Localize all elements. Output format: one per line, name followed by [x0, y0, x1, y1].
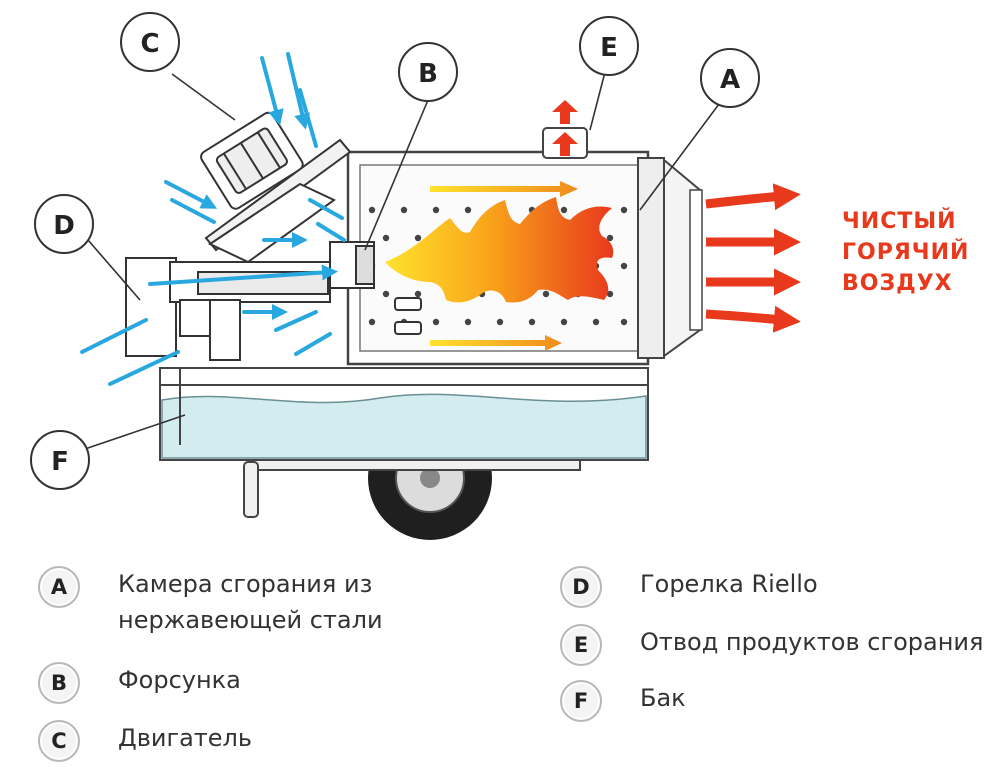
vent-dot: [542, 290, 550, 298]
motor: [200, 111, 352, 264]
vent-dot: [592, 318, 600, 326]
legend-text-a-line1: Камера сгорания из: [118, 570, 373, 598]
callout-d: D: [34, 194, 94, 254]
vent-dot: [560, 206, 568, 214]
vent-dot: [400, 206, 408, 214]
legend-text-c: Двигатель: [118, 724, 253, 752]
hot-streaks: [430, 181, 578, 351]
vent-dot: [464, 206, 472, 214]
vent-dot: [560, 318, 568, 326]
output-label: ЧИСТЫЙ ГОРЯЧИЙ ВОЗДУХ: [842, 206, 969, 299]
vent-dot: [528, 318, 536, 326]
cold-air-arrows: [80, 52, 346, 386]
legend-badge-a: A: [38, 566, 80, 608]
legend-text-b: Форсунка: [118, 666, 241, 694]
vent-dot: [368, 318, 376, 326]
vent-dot: [414, 290, 422, 298]
leader-lines: [81, 71, 723, 451]
vent-dot: [382, 234, 390, 242]
vent-dot: [368, 206, 376, 214]
legend-badge-c: C: [38, 720, 80, 762]
legend-badge-e: E: [560, 624, 602, 666]
hot-air-arrows: [705, 183, 801, 333]
legend-text-e: Отвод продуктов сгорания: [640, 628, 984, 656]
legend-text-a-line2: нержавеющей стали: [118, 606, 383, 634]
legend-item-d: D Горелка Riello: [560, 566, 818, 608]
legend-item-b: B Форсунка: [38, 662, 241, 704]
exhaust-outlet: [542, 100, 588, 159]
legend-item-f: F Бак: [560, 680, 686, 722]
legend-badge-b: B: [38, 662, 80, 704]
legend-text-a: Камера сгорания из нержавеющей стали: [118, 566, 383, 638]
vent-dot: [620, 318, 628, 326]
vent-dot: [496, 318, 504, 326]
legend-item-a: A Камера сгорания из нержавеющей стали: [38, 566, 383, 638]
vent-dot: [606, 234, 614, 242]
callout-a: A: [700, 48, 760, 108]
vent-dot: [432, 318, 440, 326]
callout-c: C: [120, 12, 180, 72]
output-label-line1: ЧИСТЫЙ: [842, 209, 957, 234]
legend-text-f: Бак: [640, 684, 686, 712]
callout-e-label: E: [600, 33, 618, 63]
legend-badge-f: F: [560, 680, 602, 722]
callout-e: E: [579, 16, 639, 76]
vent-dot: [382, 290, 390, 298]
callout-b-label: B: [418, 59, 438, 89]
flame: [385, 197, 614, 303]
vent-dot: [620, 206, 628, 214]
legend-text-d: Горелка Riello: [640, 570, 818, 598]
output-label-line3: ВОЗДУХ: [842, 271, 953, 296]
vent-dot: [606, 290, 614, 298]
legend-item-e: E Отвод продуктов сгорания: [560, 624, 983, 666]
callout-d-label: D: [53, 211, 75, 241]
burner: [125, 257, 331, 361]
callout-c-label: C: [140, 29, 159, 59]
callout-f-label: F: [51, 447, 69, 477]
vent-dot: [620, 262, 628, 270]
vent-dot: [464, 318, 472, 326]
callout-f: F: [30, 430, 90, 490]
heater-diagram: C B E A D F: [30, 12, 801, 540]
callout-b: B: [398, 42, 458, 102]
vent-dot: [414, 234, 422, 242]
legend-item-c: C Двигатель: [38, 720, 252, 762]
vent-dot: [432, 206, 440, 214]
callout-a-label: A: [720, 65, 740, 95]
legend-badge-d: D: [560, 566, 602, 608]
output-label-line2: ГОРЯЧИЙ: [842, 240, 970, 265]
fuel-tank: [159, 367, 649, 461]
